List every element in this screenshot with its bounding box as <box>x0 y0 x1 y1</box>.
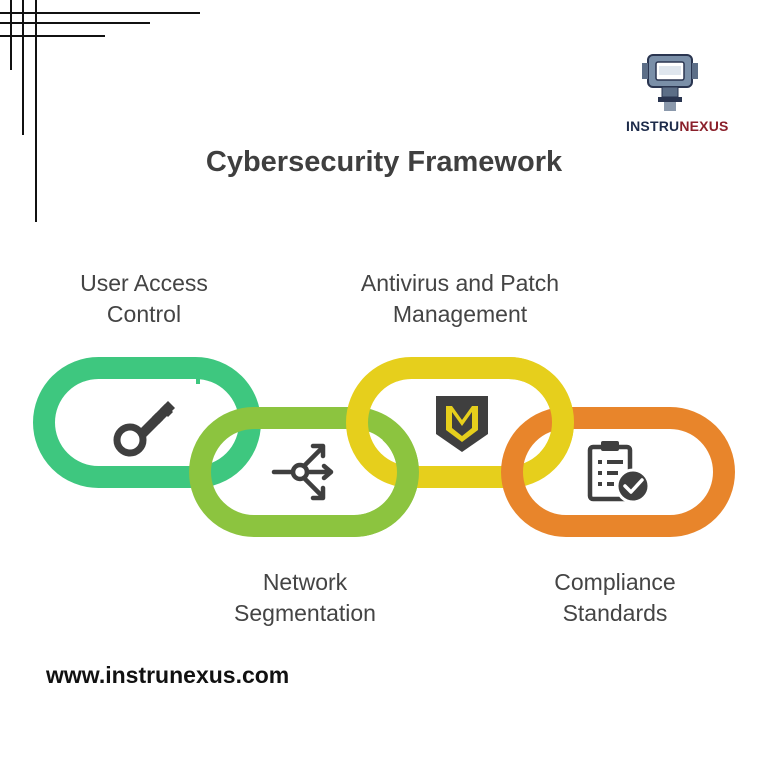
link-label-line1: Network <box>262 569 348 595</box>
corner-line-h2 <box>0 22 150 24</box>
key-icon <box>113 401 175 457</box>
link-label-network: Network Segmentation <box>200 567 410 629</box>
corner-line-h1 <box>0 12 200 14</box>
corner-line-h3 <box>0 35 105 37</box>
link-label-compliance: Compliance Standards <box>520 567 710 629</box>
link-label-line1: Antivirus and Patch <box>360 270 560 296</box>
clipboard-check-icon <box>587 441 651 504</box>
page-title: Cybersecurity Framework <box>205 146 563 178</box>
brand-name: INSTRUNEXUS <box>626 118 728 134</box>
link-label-line1: Compliance <box>554 569 676 595</box>
footer-url[interactable]: www.instrunexus.com <box>46 662 290 688</box>
shield-icon <box>436 396 488 452</box>
corner-line-v1 <box>10 0 12 70</box>
network-split-icon <box>271 443 334 501</box>
chain-link-antivirus-overlap <box>508 357 574 468</box>
corner-line-v3 <box>35 0 37 222</box>
link-label-line2: Control <box>106 301 182 327</box>
corner-line-v2 <box>22 0 24 135</box>
link-label-line2: Management <box>392 301 528 327</box>
link-label-line2: Segmentation <box>234 600 376 626</box>
brand-name-part2: NEXUS <box>679 118 729 134</box>
link-label-antivirus: Antivirus and Patch Management <box>330 268 590 330</box>
brand-name-part1: INSTRU <box>626 118 680 134</box>
link-label-line1: User Access <box>80 270 208 296</box>
chain-link-compliance <box>501 407 735 537</box>
link-label-line2: Standards <box>562 600 668 626</box>
chain-link-network-overlap <box>353 423 420 537</box>
link-label-user-access: User Access Control <box>44 268 244 330</box>
